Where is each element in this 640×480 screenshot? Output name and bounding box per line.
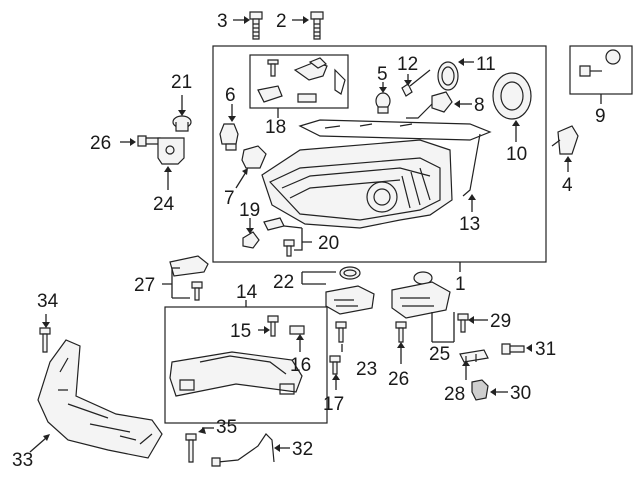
- bulb-kit-parts: [257, 57, 346, 103]
- callout-35: 35: [216, 417, 237, 438]
- callout-2: 2: [276, 11, 287, 32]
- clip-part-7: [241, 145, 267, 169]
- callout-4: 4: [562, 175, 573, 196]
- module-part-22: [325, 285, 375, 315]
- callout-10: 10: [506, 144, 527, 165]
- headlamp-housing: [261, 119, 492, 229]
- clip-part-19: [242, 231, 260, 249]
- callout-16: 16: [290, 355, 311, 376]
- callout-22: 22: [273, 272, 294, 293]
- callout-29: 29: [490, 311, 511, 332]
- callout-1: 1: [455, 274, 466, 295]
- callout-28: 28: [444, 384, 465, 405]
- clip-part-28: [459, 349, 489, 364]
- bolt-part-3: [249, 11, 263, 40]
- callout-5: 5: [377, 64, 388, 85]
- connector-part-4: [551, 125, 579, 155]
- callout-15: 15: [230, 321, 251, 342]
- bracket-part-24: [157, 137, 185, 165]
- bulb-part-5: [375, 92, 391, 114]
- cap-kit-part-9: [579, 49, 621, 77]
- callout-21: 21: [171, 72, 192, 93]
- bolt-part-26-bottom: [395, 321, 407, 343]
- bracket-part-14: [169, 351, 303, 397]
- callout-19: 19: [239, 200, 260, 221]
- sensor-part-32: [211, 433, 275, 467]
- callout-7: 7: [224, 188, 235, 209]
- callout-24: 24: [153, 194, 175, 215]
- cap-kit-box: [569, 45, 633, 95]
- socket-part-12: [401, 69, 431, 97]
- callout-33: 33: [12, 450, 33, 471]
- clip-part-16: [289, 325, 305, 335]
- socket-part-8: [406, 91, 453, 119]
- callout-31: 31: [535, 339, 556, 360]
- callout-27: 27: [134, 275, 155, 296]
- callout-26-bottom: 26: [388, 369, 409, 390]
- bracket-part-33: [37, 339, 163, 459]
- callout-26-left: 26: [90, 133, 111, 154]
- callout-23: 23: [356, 359, 377, 380]
- callout-9: 9: [595, 106, 606, 127]
- bulb-bracket-kit-box: [249, 54, 349, 109]
- callout-30: 30: [510, 383, 531, 404]
- clips-part-20: [263, 217, 295, 257]
- callout-11: 11: [476, 54, 496, 75]
- bulb-part-6: [219, 123, 239, 151]
- bracket-part-27: [169, 255, 209, 301]
- bolt-part-29: [457, 313, 469, 333]
- callout-labels: 3 2 21 6 18 5 12 11 8 9 26 10 4 24 7 19 …: [12, 11, 606, 471]
- callout-3: 3: [217, 11, 228, 32]
- bolt-part-23: [335, 321, 347, 343]
- bolt-part-17: [329, 355, 341, 375]
- callout-32: 32: [292, 439, 313, 460]
- bolt-part-34: [39, 327, 51, 353]
- grommet-part-21: [172, 115, 192, 132]
- callout-18: 18: [265, 117, 286, 138]
- callout-8: 8: [474, 95, 485, 116]
- callout-17: 17: [323, 394, 344, 415]
- callout-25: 25: [429, 344, 450, 365]
- bolt-part-2: [310, 11, 324, 40]
- callout-12: 12: [397, 54, 418, 75]
- bolt-part-35: [185, 433, 197, 463]
- callout-6: 6: [225, 85, 236, 106]
- cap-part-10: [492, 72, 532, 120]
- cap-part-11: [437, 61, 459, 91]
- nut-part-30: [471, 379, 489, 401]
- bolt-part-26-left: [137, 135, 161, 147]
- callout-13: 13: [459, 214, 480, 235]
- bolt-part-15: [267, 315, 279, 337]
- callout-34: 34: [37, 291, 59, 312]
- ring-part-22: [339, 266, 361, 280]
- callout-20: 20: [318, 233, 339, 254]
- module-part-25: [391, 281, 451, 319]
- bolt-part-31: [501, 343, 525, 355]
- leader-lines: [29, 16, 602, 453]
- headlamp-assembly-box: [212, 45, 547, 263]
- callout-14: 14: [236, 282, 258, 303]
